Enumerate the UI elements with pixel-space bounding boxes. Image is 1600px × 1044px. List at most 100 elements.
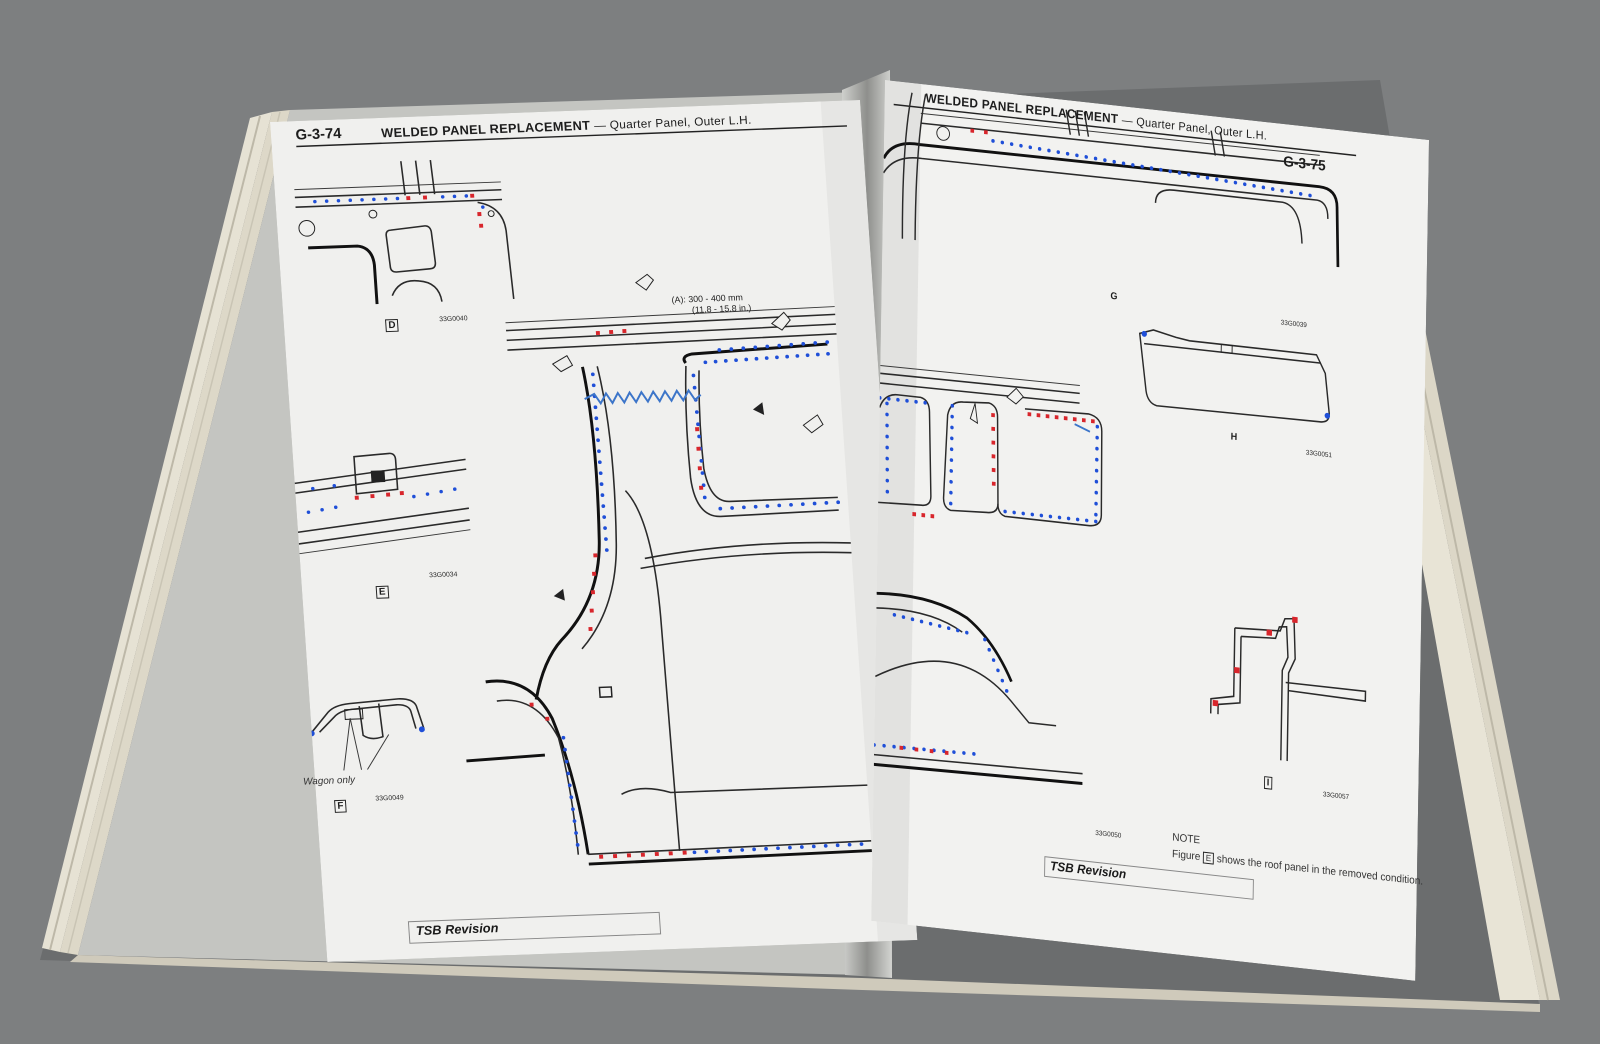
spot-weld-mark	[1000, 140, 1005, 145]
spot-weld-mark	[847, 842, 852, 847]
left-page: G-3-74 WELDED PANEL REPLACEMENT — Quarte…	[270, 99, 918, 962]
spot-weld-mark	[1066, 516, 1071, 521]
spot-weld-mark	[1021, 511, 1025, 516]
spot-weld-mark	[949, 490, 953, 495]
spot-weld-mark	[695, 427, 700, 432]
spot-weld-mark	[825, 340, 830, 344]
spot-weld-mark	[612, 854, 618, 859]
spot-weld-mark	[764, 356, 769, 360]
spot-weld-mark	[1205, 175, 1210, 180]
spot-weld-mark	[1000, 678, 1005, 683]
spot-weld-mark	[991, 139, 995, 143]
spot-weld-mark	[561, 735, 566, 740]
spot-weld-mark	[1103, 158, 1107, 163]
spot-weld-mark	[1093, 156, 1098, 161]
spot-weld-mark	[692, 850, 697, 855]
spot-weld-mark	[598, 471, 603, 476]
spot-weld-mark	[1048, 514, 1053, 519]
spot-weld-mark	[609, 330, 614, 335]
spot-weld-mark	[765, 504, 770, 508]
spot-weld-mark	[991, 454, 996, 459]
spot-weld-mark	[1084, 155, 1088, 159]
spot-weld-mark	[952, 750, 956, 754]
spot-weld-mark	[949, 447, 954, 452]
figure-g-diagram	[882, 92, 1340, 268]
spot-weld-mark	[892, 744, 896, 749]
spot-weld-mark	[604, 548, 609, 552]
spot-weld-mark	[700, 471, 705, 475]
spot-weld-mark	[1095, 446, 1099, 451]
spot-weld-mark	[950, 414, 954, 419]
spot-weld-mark	[950, 436, 954, 441]
spot-weld-mark	[922, 747, 926, 752]
spot-weld-mark	[899, 745, 904, 750]
spot-weld-mark	[991, 412, 995, 418]
spot-weld-mark	[596, 438, 600, 443]
spot-weld-mark	[704, 849, 709, 854]
spot-weld-mark	[777, 343, 782, 348]
spot-weld-mark	[885, 401, 889, 406]
spot-weld-mark	[1003, 509, 1007, 514]
spot-weld-mark	[885, 467, 889, 472]
spot-weld-mark	[1065, 151, 1070, 156]
spot-weld-mark	[910, 617, 915, 622]
spot-weld-mark	[699, 485, 704, 490]
spot-weld-mark	[654, 852, 659, 857]
spot-weld-mark	[1094, 512, 1098, 517]
spot-weld-mark	[950, 403, 955, 408]
spot-weld-mark	[949, 501, 953, 506]
spot-weld-mark	[775, 355, 779, 360]
spot-weld-mark	[996, 668, 1000, 673]
right-page: WELDED PANEL REPLACEMENT — Quarter Panel…	[871, 80, 1430, 981]
spot-weld-mark	[987, 647, 991, 652]
spot-weld-mark	[1081, 418, 1086, 423]
spot-weld-mark	[813, 341, 818, 345]
spot-weld-mark	[697, 434, 701, 439]
figure-h-diagram	[1138, 329, 1331, 423]
spot-weld-mark	[604, 537, 608, 541]
spot-weld-mark	[885, 423, 889, 428]
spot-weld-mark	[717, 348, 722, 352]
spot-weld-mark	[593, 405, 598, 410]
spot-weld-mark	[1094, 501, 1098, 506]
spot-weld-mark	[1121, 161, 1126, 166]
spot-weld-mark	[716, 849, 721, 853]
spot-weld-mark	[1019, 143, 1023, 148]
spot-weld-mark	[1045, 414, 1050, 419]
spot-weld-mark	[1187, 172, 1191, 177]
spot-weld-mark	[590, 590, 596, 595]
spot-weld-mark	[1215, 177, 1219, 182]
figure-i-diagram	[1209, 616, 1367, 762]
spot-weld-mark	[991, 481, 996, 486]
spot-weld-mark	[801, 341, 806, 346]
spot-weld-mark	[946, 626, 951, 631]
spot-weld-mark	[1054, 415, 1059, 420]
spot-weld-mark	[1030, 512, 1035, 517]
spot-weld-mark	[1243, 182, 1247, 187]
spot-weld-mark	[1091, 419, 1095, 424]
spot-weld-mark	[668, 851, 673, 856]
spot-weld-mark	[789, 502, 793, 507]
spot-weld-mark	[1075, 153, 1079, 158]
spot-weld-mark	[1037, 147, 1042, 151]
spot-weld-mark	[785, 354, 790, 359]
spot-weld-mark	[691, 373, 696, 378]
spot-weld-mark	[754, 356, 759, 361]
spot-weld-mark	[1009, 142, 1014, 146]
spot-weld-mark	[885, 445, 889, 450]
spot-weld-mark	[569, 795, 574, 800]
right-page-paper	[871, 80, 1430, 981]
spot-weld-mark	[741, 346, 746, 351]
spot-weld-mark	[965, 630, 969, 635]
spot-weld-mark	[885, 412, 889, 417]
spot-weld-mark	[872, 742, 876, 747]
spot-weld-mark	[599, 482, 604, 487]
spot-weld-mark	[1057, 515, 1062, 520]
spot-weld-mark	[928, 621, 933, 626]
spot-weld-mark	[599, 854, 604, 859]
spot-weld-mark	[564, 759, 569, 764]
spot-weld-mark	[696, 446, 701, 451]
spot-weld-mark	[956, 628, 960, 633]
spot-weld-mark	[571, 807, 575, 812]
spot-weld-mark	[1056, 150, 1060, 154]
